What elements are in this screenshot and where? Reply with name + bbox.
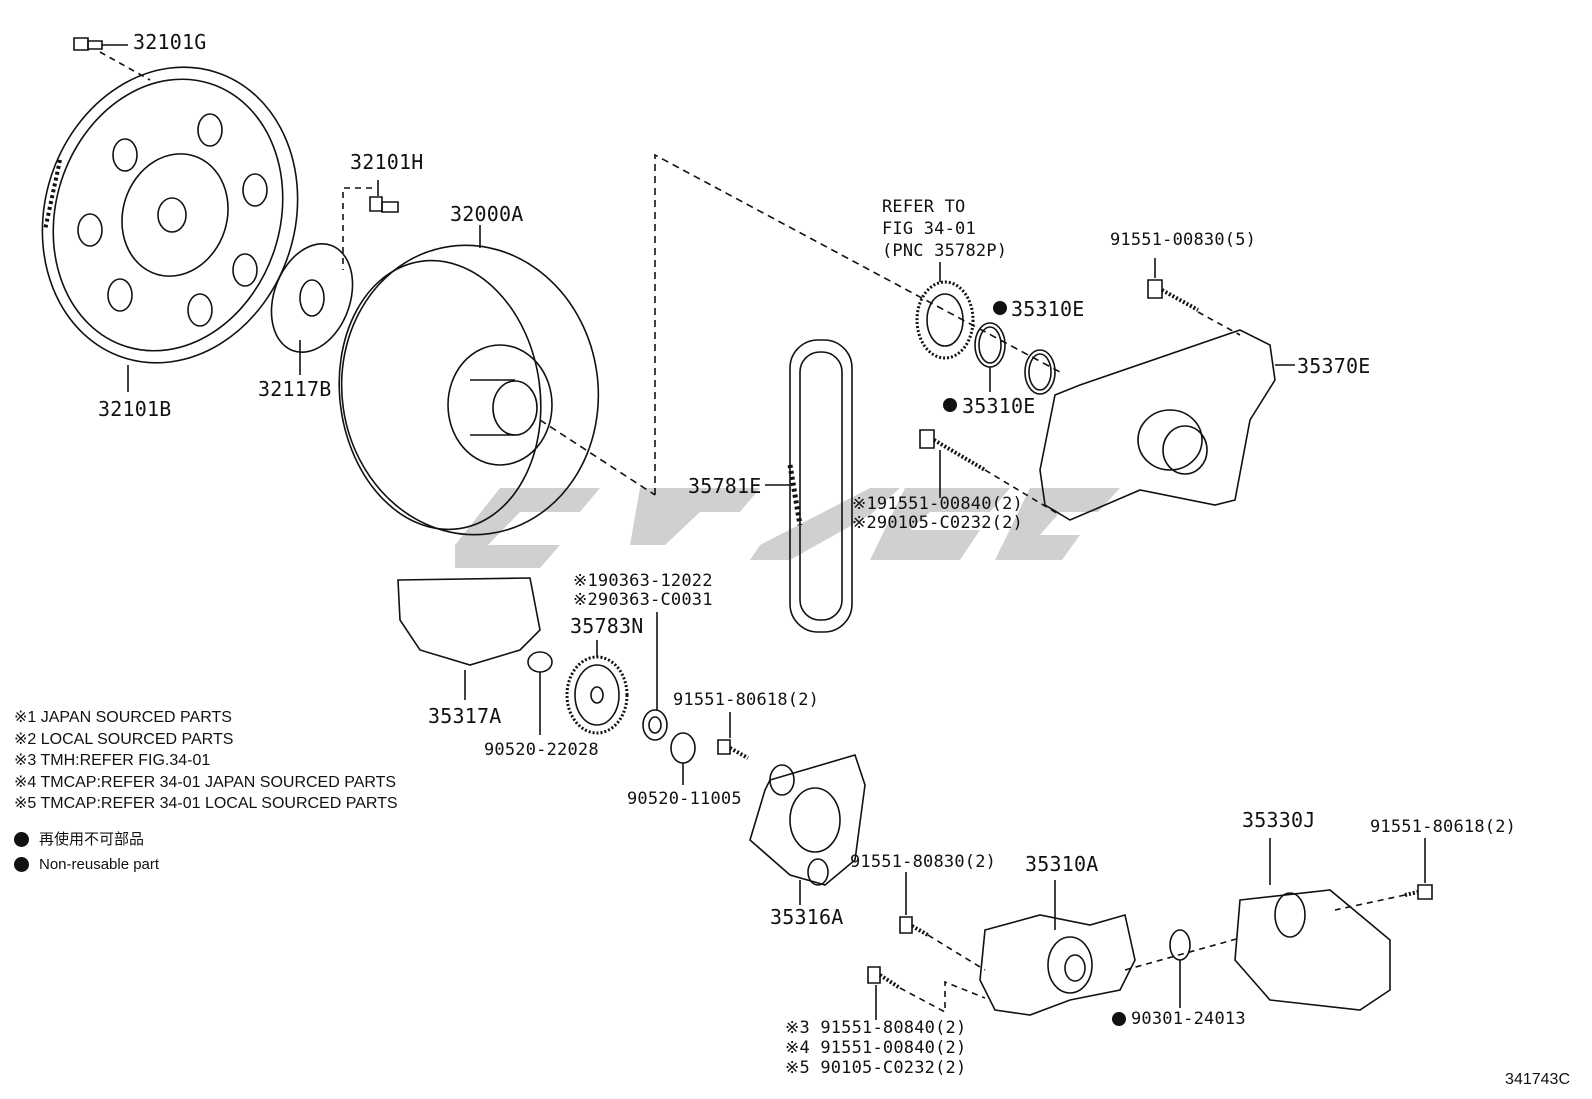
label-32101G: 32101G	[133, 30, 207, 54]
label-90520-22028: 90520-22028	[484, 740, 599, 760]
o-rings-35310E	[975, 323, 1055, 394]
label-91551-80830: 91551-80830(2)	[850, 852, 997, 872]
label-32000A: 32000A	[450, 202, 524, 226]
legend: 再使用不可部品 Non-reusable part	[14, 827, 159, 877]
note-2: ※2 LOCAL SOURCED PARTS	[14, 730, 234, 748]
label-90520-11005: 90520-11005	[627, 789, 742, 809]
bolt-91551-00830	[1148, 258, 1240, 335]
bolt-91551-80830	[900, 872, 985, 970]
bolt-32101H	[343, 180, 398, 270]
strainer-35330J	[1235, 838, 1390, 1010]
label-35370E: 35370E	[1297, 354, 1371, 378]
legend-jp: 再使用不可部品	[39, 831, 145, 848]
label-91551-00840-j: ※191551-00840(2)	[852, 494, 1023, 514]
dot-icon	[14, 832, 29, 847]
bolt-91551-80618-b	[1335, 838, 1432, 910]
cover-35317A	[398, 578, 540, 700]
bolt-32101G	[74, 38, 150, 80]
label-91551-00830: 91551-00830(5)	[1110, 230, 1257, 250]
note-5: ※5 TMCAP:REFER 34-01 LOCAL SOURCED PARTS	[14, 795, 398, 812]
legend-en: Non-reusable part	[39, 856, 160, 873]
o-ring-90301-24013	[1170, 930, 1190, 1008]
label-90363-c0031: ※290363-C0031	[573, 590, 713, 610]
label-90301-24013: 90301-24013	[1131, 1009, 1246, 1029]
label-90105-c0232-5: ※5 90105-C0232(2)	[785, 1058, 967, 1078]
dot-icon	[14, 857, 29, 872]
label-refer-line2: FIG 34-01	[882, 219, 976, 239]
label-91551-80840-3: ※3 91551-80840(2)	[785, 1018, 967, 1038]
diagram-id: 341743C	[1505, 1071, 1570, 1088]
label-91551-80618-a: 91551-80618(2)	[673, 690, 820, 710]
gear-35783N	[567, 640, 627, 733]
bolt-91551-80618-a	[718, 712, 748, 758]
non-reusable-markers	[943, 301, 1126, 1026]
label-35781E: 35781E	[688, 474, 762, 498]
cover-35316A	[750, 755, 865, 905]
label-90363-12022: ※190363-12022	[573, 571, 713, 591]
guide-line	[655, 155, 1060, 495]
label-90105-c0232-l: ※290105-C0232(2)	[852, 513, 1023, 533]
label-32101B: 32101B	[98, 397, 172, 421]
source-notes: ※1 JAPAN SOURCED PARTS ※2 LOCAL SOURCED …	[14, 707, 398, 815]
chain-35781E	[765, 340, 852, 632]
note-3: ※3 TMH:REFER FIG.34-01	[14, 752, 211, 769]
pump-cover-35370E	[1040, 330, 1295, 520]
spacer-32117B	[257, 232, 367, 375]
label-35310A: 35310A	[1025, 852, 1099, 876]
note-4: ※4 TMCAP:REFER 34-01 JAPAN SOURCED PARTS	[14, 773, 397, 791]
sprocket-refer	[917, 262, 973, 358]
snap-ring-90520-22028	[528, 652, 552, 735]
label-32117B: 32117B	[258, 377, 332, 401]
snap-ring-90520-11005	[671, 733, 695, 785]
label-35330J: 35330J	[1242, 808, 1316, 832]
label-refer-line3: (PNC 35782P)	[882, 241, 1008, 261]
label-35317A: 35317A	[428, 704, 502, 728]
label-91551-80618-b: 91551-80618(2)	[1370, 817, 1517, 837]
label-91551-00840-4: ※4 91551-00840(2)	[785, 1038, 967, 1058]
label-refer-line1: REFER TO	[882, 197, 966, 217]
watermark-logo	[455, 488, 1120, 568]
label-32101H: 32101H	[350, 150, 424, 174]
label-35783N: 35783N	[570, 614, 644, 638]
bolt-91551-80840	[868, 967, 985, 1020]
note-1: ※1 JAPAN SOURCED PARTS	[14, 709, 232, 726]
oil-pump-35310A	[980, 880, 1240, 1015]
label-35310E-b: 35310E	[962, 394, 1036, 418]
seal-90363	[643, 612, 667, 740]
torque-converter-32000A	[322, 225, 655, 551]
label-35310E-a: 35310E	[1011, 297, 1085, 321]
bolt-91551-00840	[920, 430, 1060, 515]
label-35316A: 35316A	[770, 905, 844, 929]
drive-plate-32101B	[5, 34, 335, 397]
